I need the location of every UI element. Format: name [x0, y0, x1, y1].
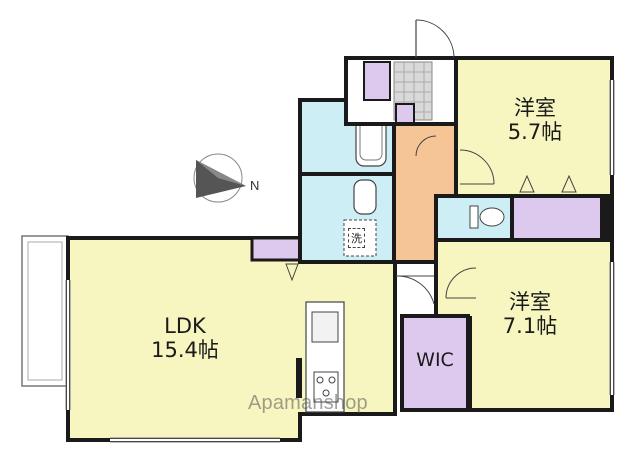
entrance [344, 56, 458, 145]
room2-name: 洋室 [509, 290, 551, 314]
ldk-size: 15.4帖 [151, 338, 219, 363]
closet-1 [510, 194, 604, 242]
ldk-name: LDK [164, 314, 206, 338]
room2-size: 7.1帖 [502, 314, 558, 339]
room1-name: 洋室 [514, 96, 556, 120]
compass [193, 153, 246, 203]
door-swing [395, 275, 435, 305]
washer-label: 洗 [348, 228, 365, 248]
storage-closet [250, 236, 302, 262]
front-door [415, 19, 455, 59]
wall-block [602, 196, 614, 240]
room1-label: 洋室 5.7帖 [480, 96, 590, 144]
toilet [434, 194, 514, 242]
western-room-1 [454, 56, 615, 198]
balcony [21, 235, 69, 387]
wic-label: WIC [402, 349, 468, 372]
walk-in-closet [400, 314, 470, 412]
door-marker [285, 263, 299, 282]
compass-north-label: N [250, 178, 260, 193]
kitchen-counter [296, 301, 345, 413]
room2-label: 洋室 7.1帖 [470, 290, 590, 338]
ldk-label: LDK 15.4帖 [130, 314, 240, 362]
wic-name: WIC [416, 349, 454, 371]
washroom [298, 172, 396, 264]
watermark: Apamanshop [248, 392, 368, 414]
room1-size: 5.7帖 [507, 120, 563, 145]
